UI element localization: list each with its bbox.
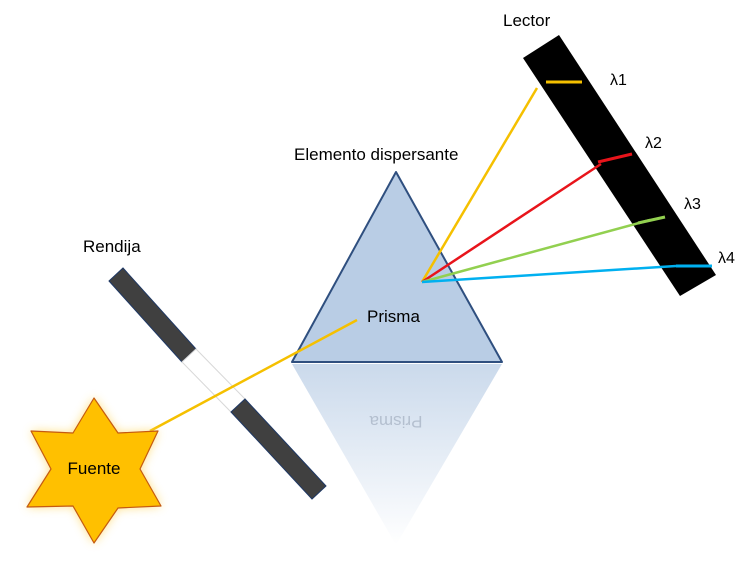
ray-lambda3 bbox=[421, 218, 651, 284]
label-lambda4: λ4 bbox=[718, 250, 735, 267]
detector-mark-lambda3 bbox=[637, 215, 666, 225]
label-source: Fuente bbox=[68, 459, 121, 478]
label-lambda3: λ3 bbox=[684, 196, 701, 213]
label-dispersing-element: Elemento dispersante bbox=[294, 145, 458, 164]
label-lambda1: λ1 bbox=[610, 72, 627, 89]
label-slit: Rendija bbox=[83, 237, 141, 256]
label-prism: Prisma bbox=[367, 307, 420, 326]
detector-marks bbox=[546, 80, 712, 268]
ray-lambda2 bbox=[421, 162, 602, 284]
detector-bar bbox=[523, 35, 716, 296]
prism bbox=[291, 171, 503, 363]
source bbox=[26, 397, 162, 544]
incident-beam bbox=[149, 318, 358, 433]
source-star-icon bbox=[26, 397, 162, 544]
slit-upper-blade bbox=[108, 267, 197, 363]
label-lambda2: λ2 bbox=[645, 135, 662, 152]
slit-gap bbox=[181, 348, 246, 413]
ray-lambda1 bbox=[420, 87, 539, 283]
label-detector: Lector bbox=[503, 11, 551, 30]
ray-lambda4 bbox=[421, 264, 677, 284]
prism-reflection: Prisma bbox=[292, 364, 502, 545]
slit-lower-blade bbox=[230, 398, 327, 500]
slit bbox=[108, 267, 327, 500]
dispersed-rays bbox=[420, 87, 677, 284]
detector-mark-lambda2 bbox=[597, 152, 633, 164]
prism-reflection-label: Prisma bbox=[369, 412, 422, 431]
